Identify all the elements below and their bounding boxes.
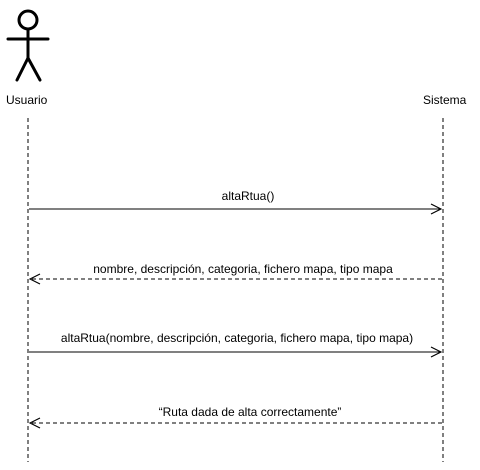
message-label-2: nombre, descripción, categoria, fichero … [93,262,393,276]
message-label-1: altaRtua() [221,189,275,203]
actor-stick-figure-icon [6,9,50,82]
message-label-4: “Ruta dada de alta correctamente” [158,405,342,419]
system-label-sistema: Sistema [423,93,467,107]
actor-label-usuario: Usuario [6,93,48,107]
message-label-3: altaRtua(nombre, descripción, categoria,… [60,331,414,345]
